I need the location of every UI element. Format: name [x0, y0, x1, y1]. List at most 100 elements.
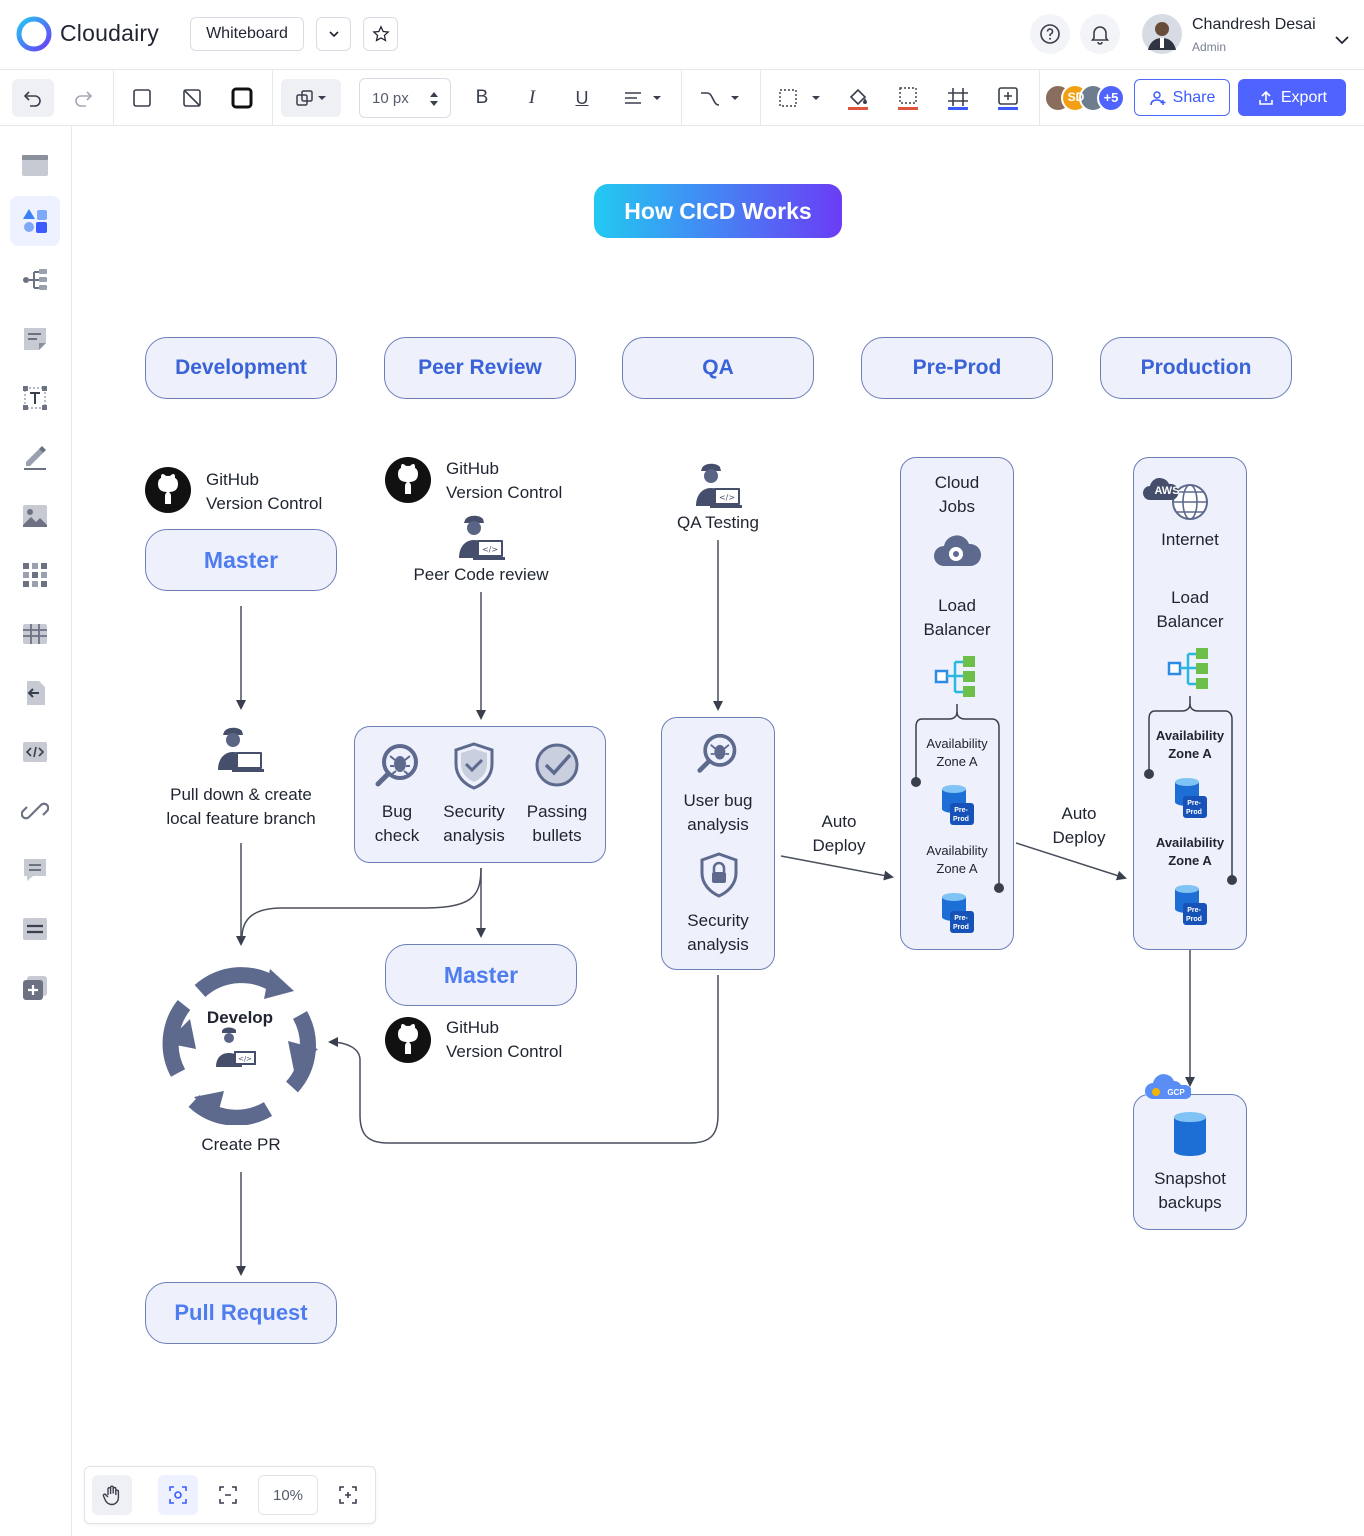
import-tool[interactable]: [10, 668, 60, 718]
underline-button[interactable]: U: [575, 87, 589, 108]
align-dropdown[interactable]: [616, 79, 666, 117]
frame-button[interactable]: [938, 79, 978, 117]
qa-analysis-box[interactable]: [661, 717, 775, 970]
components-tool[interactable]: [10, 550, 60, 600]
stage-production[interactable]: Production: [1100, 337, 1292, 399]
link-tool[interactable]: [10, 786, 60, 836]
peer-master-node[interactable]: Master: [385, 944, 577, 1006]
diagram-title[interactable]: How CICD Works: [594, 184, 842, 238]
database-icon[interactable]: [938, 891, 976, 937]
cloud-gear-icon[interactable]: [932, 530, 982, 574]
database-icon[interactable]: [1171, 883, 1209, 929]
text-tool[interactable]: [10, 373, 60, 423]
zoom-level[interactable]: 10%: [258, 1475, 318, 1515]
prod-az-connectors: [1144, 696, 1237, 885]
more-tools[interactable]: [10, 963, 60, 1013]
grid-dropdown[interactable]: [772, 79, 826, 117]
github-icon[interactable]: [144, 466, 192, 514]
export-label: Export: [1280, 88, 1328, 106]
prod-db1-line2: Prod: [1186, 809, 1202, 816]
zoom-in-icon: [339, 1486, 357, 1504]
fit-screen-button[interactable]: [208, 1475, 248, 1515]
bold-button[interactable]: B: [475, 87, 489, 108]
notifications-button[interactable]: [1080, 14, 1120, 54]
preprod-auto-deploy-line1: Auto: [1061, 804, 1097, 823]
stage-qa[interactable]: QA: [622, 337, 814, 399]
github-icon[interactable]: [384, 1016, 432, 1064]
bug-check-icon[interactable]: [374, 742, 422, 790]
user-menu-chevron-icon[interactable]: [1334, 34, 1350, 46]
help-button[interactable]: [1030, 14, 1070, 54]
connector-dropdown[interactable]: [693, 79, 747, 117]
security-analysis-line2: analysis: [443, 826, 505, 845]
frames-tool[interactable]: [10, 140, 60, 190]
mindmap-tool[interactable]: [10, 255, 60, 305]
collaborator-avatars[interactable]: [1043, 83, 1129, 113]
lock-shield-icon[interactable]: [698, 852, 740, 898]
hand-tool-button[interactable]: [92, 1475, 132, 1515]
border-button[interactable]: [222, 79, 262, 117]
code-reviewer-icon[interactable]: </>: [455, 512, 507, 562]
load-balancer-icon[interactable]: [934, 654, 980, 700]
prod-lb-line2: Balancer: [1156, 612, 1224, 631]
storage-icon[interactable]: [1171, 1110, 1209, 1158]
cloudairy-logo-icon[interactable]: [16, 16, 52, 52]
arrange-dropdown[interactable]: [281, 79, 341, 117]
table-tool[interactable]: [10, 609, 60, 659]
dev-master-node[interactable]: Master: [145, 529, 337, 591]
preprod-db1-line1: Pre-: [954, 807, 968, 814]
add-box-icon: [998, 87, 1018, 110]
undo-button[interactable]: [12, 79, 54, 117]
insert-button[interactable]: [988, 79, 1028, 117]
bug-analysis-icon[interactable]: [696, 732, 740, 776]
embed-code-tool[interactable]: [10, 727, 60, 777]
board-type-button[interactable]: Whiteboard: [190, 17, 304, 51]
user-avatar[interactable]: [1142, 14, 1182, 54]
focus-button[interactable]: [158, 1475, 198, 1515]
stroke-size-input[interactable]: 10 px: [359, 78, 451, 118]
preprod-az2-line2: Zone A: [936, 861, 978, 876]
stage-pre-prod[interactable]: Pre-Prod: [861, 337, 1053, 399]
border-color-button[interactable]: [888, 79, 928, 117]
fill-shape-button[interactable]: [122, 79, 162, 117]
export-button[interactable]: Export: [1238, 79, 1346, 116]
gcp-cloud-icon[interactable]: [1143, 1073, 1191, 1103]
shapes-tool[interactable]: [10, 196, 60, 246]
collaborators-more-count[interactable]: +5: [1103, 90, 1119, 105]
template-tool[interactable]: [10, 904, 60, 954]
peer-review-label: Peer Code review: [413, 565, 549, 584]
database-icon[interactable]: [938, 783, 976, 829]
qa-auto-deploy-label: Auto Deploy: [796, 810, 882, 858]
developer-icon[interactable]: [214, 724, 266, 774]
favorite-button[interactable]: [363, 17, 398, 51]
tools-sidebar: [0, 126, 72, 1536]
security-shield-icon[interactable]: [452, 742, 496, 790]
italic-button[interactable]: I: [528, 87, 536, 108]
pen-tool[interactable]: [10, 432, 60, 482]
board-menu-button[interactable]: [316, 17, 351, 51]
connector-curve-icon: [701, 92, 739, 106]
sticky-note-tool[interactable]: [10, 314, 60, 364]
comment-tool[interactable]: [10, 845, 60, 895]
github-icon[interactable]: [384, 456, 432, 504]
fill-color-button[interactable]: [838, 79, 878, 117]
no-fill-button[interactable]: [172, 79, 212, 117]
bug-check-label: Bug check: [362, 800, 432, 848]
stepper-icon[interactable]: [428, 89, 440, 109]
stage-development[interactable]: Development: [145, 337, 337, 399]
aws-internet-icon[interactable]: [1142, 470, 1214, 522]
database-icon[interactable]: [1171, 776, 1209, 822]
load-balancer-icon[interactable]: [1167, 646, 1213, 692]
redo-button[interactable]: [62, 79, 104, 117]
qa-tester-icon[interactable]: </>: [692, 460, 744, 510]
preprod-az1-line1: Availability: [926, 736, 988, 751]
passing-check-icon[interactable]: [534, 742, 580, 788]
square-outline-icon: [133, 89, 151, 107]
zoom-in-button[interactable]: [328, 1475, 368, 1515]
pull-request-node[interactable]: Pull Request: [145, 1282, 337, 1344]
image-tool[interactable]: [10, 491, 60, 541]
stage-peer-review[interactable]: Peer Review: [384, 337, 576, 399]
share-button[interactable]: Share: [1134, 79, 1230, 116]
user-name[interactable]: Chandresh Desai: [1192, 16, 1316, 33]
develop-cycle-icon[interactable]: </>: [160, 963, 322, 1125]
